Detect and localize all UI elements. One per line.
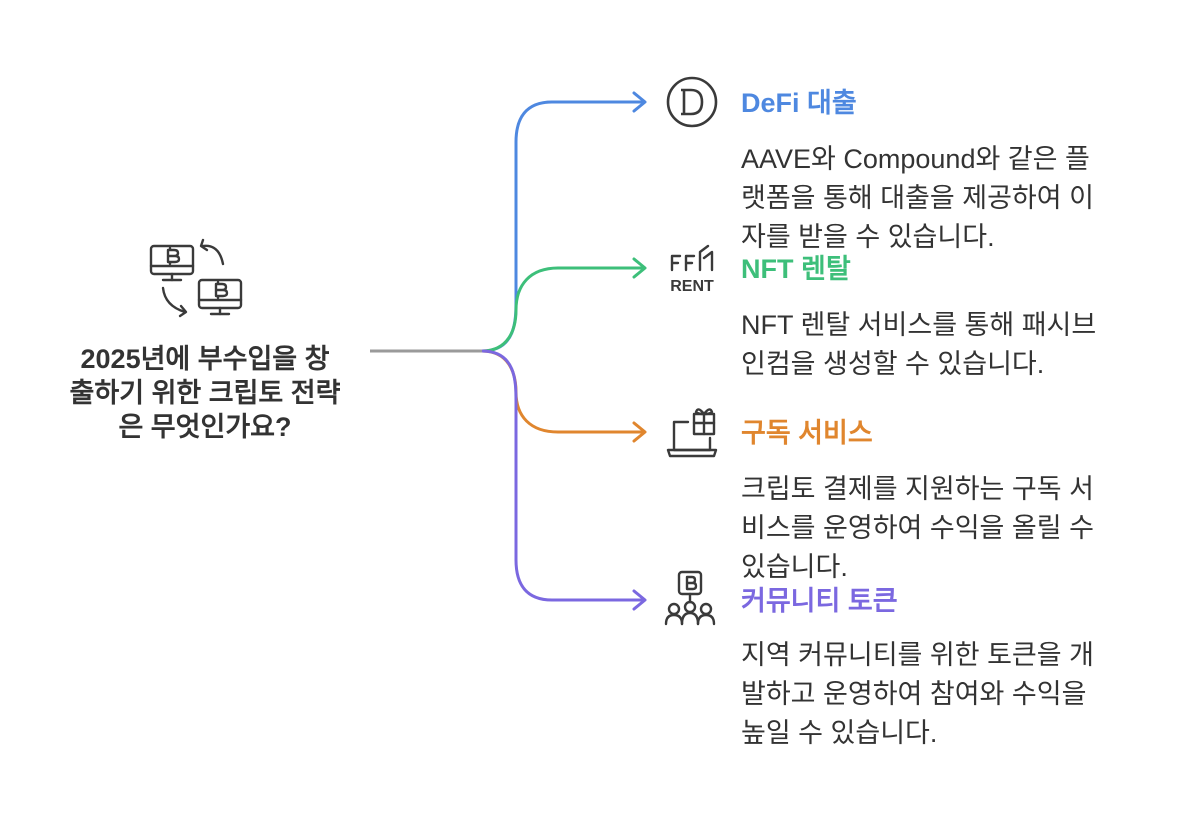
letter-d-circle-icon xyxy=(666,76,718,128)
desc-line: 크립토 결제를 지원하는 구독 서 xyxy=(741,474,1094,504)
arrowhead-nft xyxy=(632,257,647,279)
desc-line: 비스를 운영하여 수익을 올릴 수 xyxy=(741,513,1094,543)
branch-desc-subscription: 크립토 결제를 지원하는 구독 서 비스를 운영하여 수익을 올릴 수 있습니다… xyxy=(741,470,1151,587)
arrowhead-community xyxy=(632,589,647,611)
branch-title-community: 커뮤니티 토큰 xyxy=(741,586,898,616)
nft-rent-sign-icon: RENT xyxy=(670,244,714,295)
desc-line: 발하고 운영하여 참여와 수익을 xyxy=(741,679,1087,709)
desc-line: 있습니다. xyxy=(741,552,848,582)
branch-title-subscription: 구독 서비스 xyxy=(741,418,873,448)
desc-line: 지역 커뮤니티를 위한 토큰을 개 xyxy=(741,640,1094,670)
rent-label: RENT xyxy=(670,278,714,295)
central-question: 2025년에 부수입을 창 출하기 위한 크립토 전략 은 무엇인가요? xyxy=(40,342,370,444)
desc-line: 랫폼을 통해 대출을 제공하여 이 xyxy=(741,183,1094,213)
desc-line: NFT 렌탈 서비스를 통해 패시브 xyxy=(741,310,1097,340)
desc-line: 자를 받을 수 있습니다. xyxy=(741,222,995,252)
central-question-line: 은 무엇인가요? xyxy=(118,412,292,442)
arrowhead-defi xyxy=(632,91,647,113)
laptop-gift-icon xyxy=(666,408,718,458)
desc-line: AAVE와 Compound와 같은 플 xyxy=(741,144,1090,174)
connector-subscription xyxy=(481,349,645,434)
arrowhead-subscription xyxy=(632,421,647,443)
branch-desc-defi: AAVE와 Compound와 같은 플 랫폼을 통해 대출을 제공하여 이 자… xyxy=(741,140,1151,257)
connector-defi xyxy=(481,100,645,353)
desc-line: 인컴을 생성할 수 있습니다. xyxy=(741,349,1045,379)
desc-line: 높일 수 있습니다. xyxy=(741,718,938,748)
central-question-line: 출하기 위한 크립토 전략 xyxy=(69,378,341,408)
branch-title-defi: DeFi 대출 xyxy=(741,88,857,118)
connector-community xyxy=(481,349,645,602)
connector-nft xyxy=(481,266,645,353)
branch-desc-nft: NFT 렌탈 서비스를 통해 패시브 인컴을 생성할 수 있습니다. xyxy=(741,306,1151,384)
branch-desc-community: 지역 커뮤니티를 위한 토큰을 개 발하고 운영하여 참여와 수익을 높일 수 … xyxy=(741,636,1151,753)
community-token-icon xyxy=(664,570,716,626)
branch-title-nft: NFT 렌탈 xyxy=(741,254,851,284)
bitcoin-exchange-computers-icon xyxy=(149,238,243,318)
central-question-line: 2025년에 부수입을 창 xyxy=(80,344,330,374)
